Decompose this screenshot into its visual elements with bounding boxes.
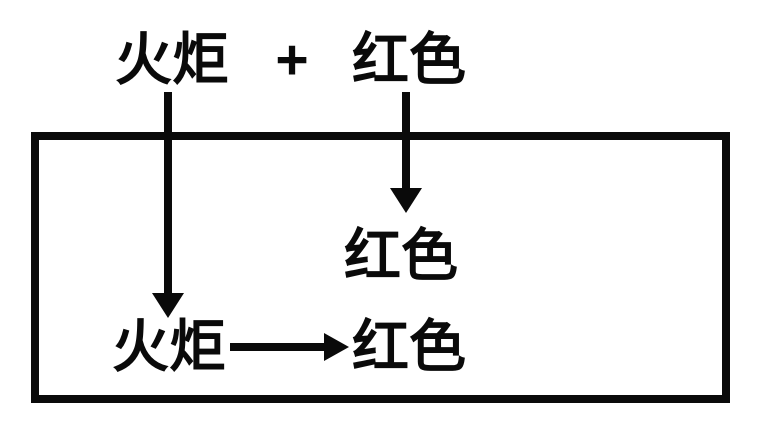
result-box [31,132,730,403]
arrow-torch-down [152,92,184,318]
top-label-red: 红色 [352,28,466,92]
box-label-red-top: 红色 [344,224,458,288]
box-label-red-bottom: 红色 [352,315,466,379]
arrow-red-down [390,92,422,213]
top-label-torch: 火炬 [115,28,229,92]
box-label-torch-bottom: 火炬 [112,315,226,379]
plus-operator: + [275,28,309,92]
arrow-torch-to-red [230,333,349,361]
